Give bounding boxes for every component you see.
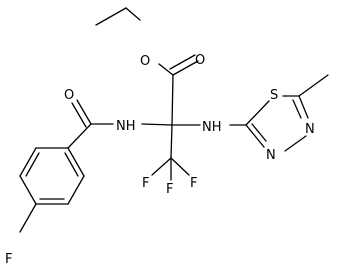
- bond-cf3-f-right: [170, 157, 190, 176]
- bond-ring-4: [19, 175, 37, 205]
- bond-ethyl-ch2: [125, 7, 141, 21]
- atom-f-cf3-bottom: F: [166, 182, 173, 197]
- bond-ring-1: [67, 147, 85, 177]
- atom-o-ester: O: [140, 54, 150, 69]
- bond-amide-ring: [67, 123, 92, 149]
- atom-s-ring: S: [270, 88, 278, 103]
- bond-ring-inner-c: [25, 152, 40, 177]
- atom-n-ring-lower: N: [266, 148, 276, 163]
- atom-nh-right: NH: [202, 120, 222, 135]
- atom-n-ring-upper: N: [305, 122, 315, 137]
- bond-central-nh-left: [141, 123, 173, 126]
- atom-f-aryl: F: [5, 252, 12, 267]
- bond-carbonyl-central: [171, 74, 174, 126]
- bond-carbonyl-double-a: [172, 60, 199, 76]
- atom-f-cf3-left: F: [142, 176, 149, 191]
- bond-cf3-f-left: [151, 157, 172, 176]
- atom-nh-left: NH: [116, 119, 136, 134]
- bond-td-n3-c2-b: [251, 123, 267, 142]
- bond-ring-f: [19, 203, 37, 233]
- bond-td-c5-n4-a: [298, 95, 309, 119]
- bond-td-n4-n3: [284, 135, 307, 152]
- atom-o-carbonyl: O: [195, 53, 205, 68]
- atom-o-amide: O: [64, 88, 74, 103]
- bond-amide-co-a: [76, 99, 92, 125]
- bond-ring-inner-a: [64, 152, 79, 177]
- bond-o-ester: [158, 63, 174, 76]
- bond-ethyl-ch3: [95, 7, 127, 26]
- bond-ring-5: [19, 147, 37, 177]
- bond-methyl: [298, 74, 329, 97]
- bond-td-n3-c2-a: [245, 124, 265, 148]
- bond-carbonyl-double-b: [169, 54, 196, 70]
- bond-central-cf3: [170, 124, 173, 159]
- bond-ring-2: [67, 175, 85, 205]
- bond-amide-co-b: [71, 102, 87, 128]
- atom-f-cf3-right: F: [190, 176, 197, 191]
- bond-td-c5-n4-b: [292, 99, 302, 119]
- bond-td-c2-s: [245, 100, 270, 126]
